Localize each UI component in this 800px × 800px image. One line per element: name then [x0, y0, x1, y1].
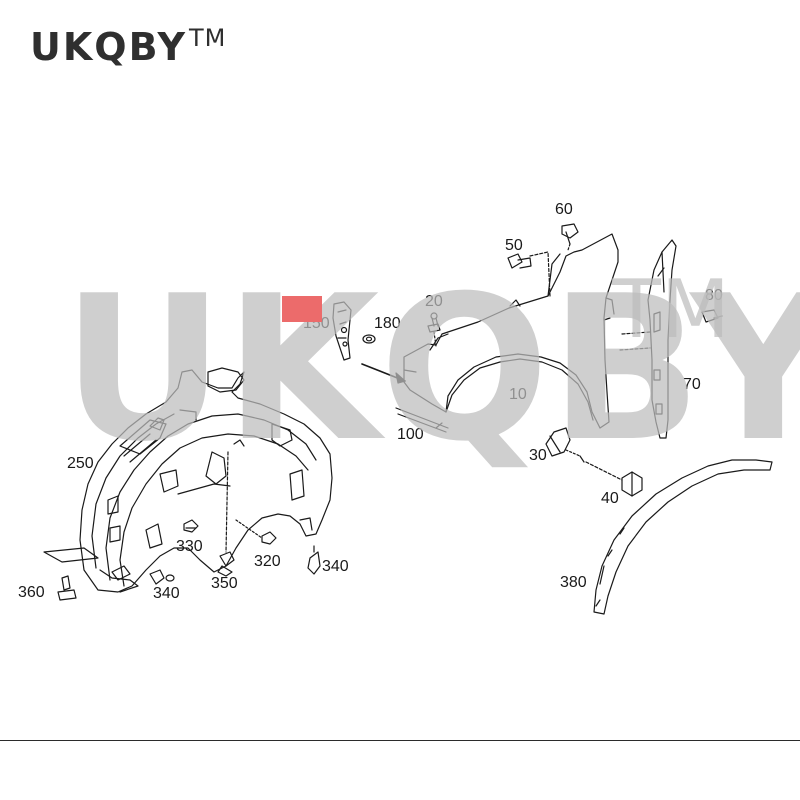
- label-380: 380: [560, 574, 587, 591]
- fender-bracket: [332, 301, 352, 361]
- label-250: 250: [67, 455, 94, 472]
- label-70: 70: [683, 376, 701, 393]
- nut-60: [561, 223, 579, 251]
- fastener-340-right: [307, 545, 321, 575]
- label-350: 350: [211, 575, 238, 592]
- bolt-50: [507, 251, 551, 297]
- fastener-350: [217, 451, 235, 577]
- label-50: 50: [505, 237, 523, 254]
- label-80: 80: [705, 287, 723, 304]
- fastener-360: [57, 575, 77, 601]
- label-20: 20: [425, 293, 443, 310]
- brand-trademark: TM: [189, 24, 227, 52]
- label-60: 60: [555, 201, 573, 218]
- label-30: 30: [529, 447, 547, 464]
- wheel-arch-trim: [593, 459, 773, 615]
- label-360: 360: [18, 584, 45, 601]
- brand-logo: UKQBYTM: [30, 26, 226, 66]
- label-340-right: 340: [322, 558, 349, 575]
- wheel-arch-liner: [43, 367, 333, 593]
- clip-180: [362, 334, 376, 344]
- fastener-340-left: [149, 569, 175, 585]
- screw-80: [701, 309, 723, 323]
- label-340-left: 340: [153, 585, 180, 602]
- callout-labels: 10 20 30 40 50 60 70 80 100 150 180 250 …: [18, 201, 723, 602]
- clip-30: [545, 427, 585, 463]
- label-40: 40: [601, 490, 619, 507]
- nut-40: [585, 461, 643, 497]
- redaction-marker: [282, 296, 322, 322]
- bolt-20: [427, 312, 441, 347]
- trim-strip: [619, 239, 677, 439]
- footer-divider: [0, 740, 800, 741]
- label-320: 320: [254, 553, 281, 570]
- fastener-330: [183, 519, 199, 533]
- brand-name: UKQBY: [30, 25, 188, 69]
- label-330: 330: [176, 538, 203, 555]
- label-10: 10: [509, 386, 527, 403]
- fender-arrow: [361, 363, 449, 433]
- fender-panel: [403, 233, 619, 429]
- label-180: 180: [374, 315, 401, 332]
- fastener-320: [235, 519, 277, 545]
- label-100: 100: [397, 426, 424, 443]
